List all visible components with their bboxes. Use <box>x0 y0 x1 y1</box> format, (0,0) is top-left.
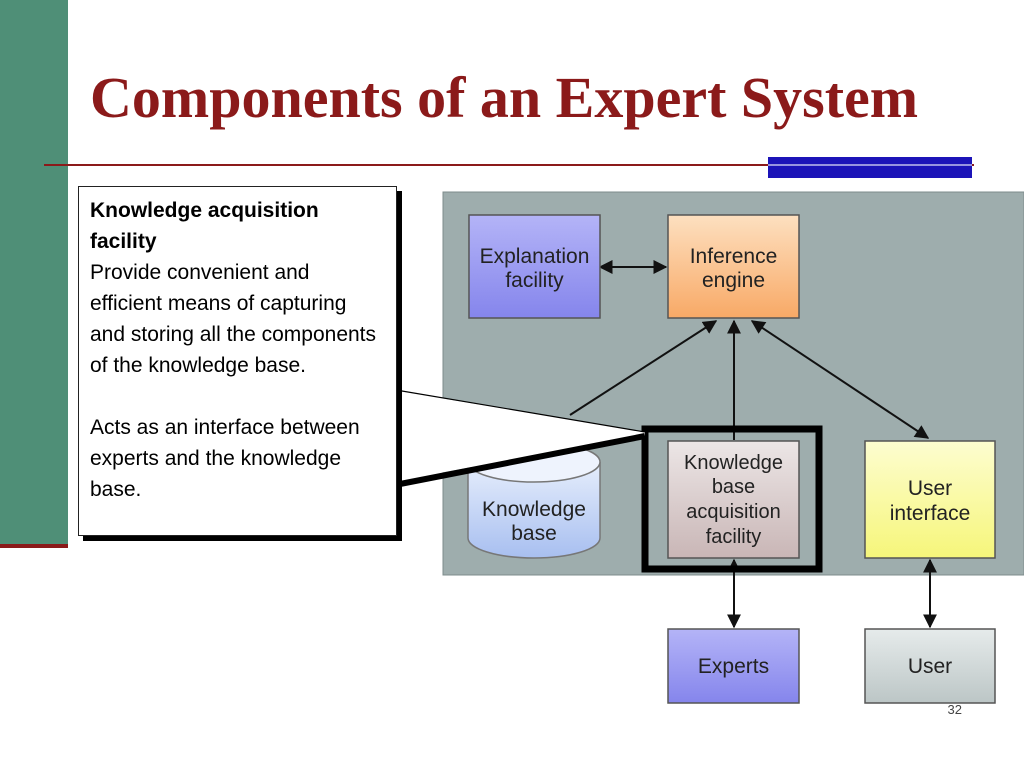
slide-title: Components of an Expert System <box>90 65 919 130</box>
node-label: facility <box>505 269 564 292</box>
node-label: interface <box>890 502 971 525</box>
node-label: Knowledge <box>482 498 586 521</box>
callout-pointer-edge-top <box>395 389 646 433</box>
node-label: User <box>908 655 952 678</box>
callout-pointer <box>392 390 645 480</box>
node-label: Inference <box>690 245 778 268</box>
left-accent-bar <box>0 0 68 548</box>
highlight-frame <box>641 425 823 573</box>
node-label: facility <box>706 526 762 548</box>
callout-term: Knowledge acquisition facility <box>90 199 319 253</box>
node-explanation-facility: Explanation facility <box>468 214 601 319</box>
left-accent-rule <box>0 544 68 548</box>
node-inference-engine: Inference engine <box>667 214 800 319</box>
arrow-kb-inference <box>569 320 718 416</box>
node-label: User <box>908 477 952 500</box>
node-label: engine <box>702 269 765 292</box>
node-experts: Experts <box>667 628 800 704</box>
node-user: User <box>864 628 996 704</box>
callout-box: Knowledge acquisition facility Provide c… <box>78 186 397 536</box>
node-kb-acquisition-facility: Knowledge base acquisition facility <box>667 440 800 559</box>
title-underline <box>44 164 974 166</box>
node-user-interface: User interface <box>864 440 996 559</box>
node-label: Experts <box>698 655 769 678</box>
title-accent-block <box>768 157 972 178</box>
callout-pointer-edge-bottom <box>399 433 646 487</box>
arrow-ui-inference <box>750 320 930 439</box>
callout-description: Provide convenient and efficient means o… <box>90 261 377 377</box>
callout-note: Acts as an interface between experts and… <box>90 416 360 501</box>
node-label: Knowledge <box>684 452 783 474</box>
node-label: base <box>511 522 557 545</box>
node-label: acquisition <box>686 501 781 523</box>
node-label: base <box>712 476 755 498</box>
callout-spacer <box>90 381 386 412</box>
slide-number: 32 <box>947 702 962 717</box>
node-label: Explanation <box>480 245 590 268</box>
